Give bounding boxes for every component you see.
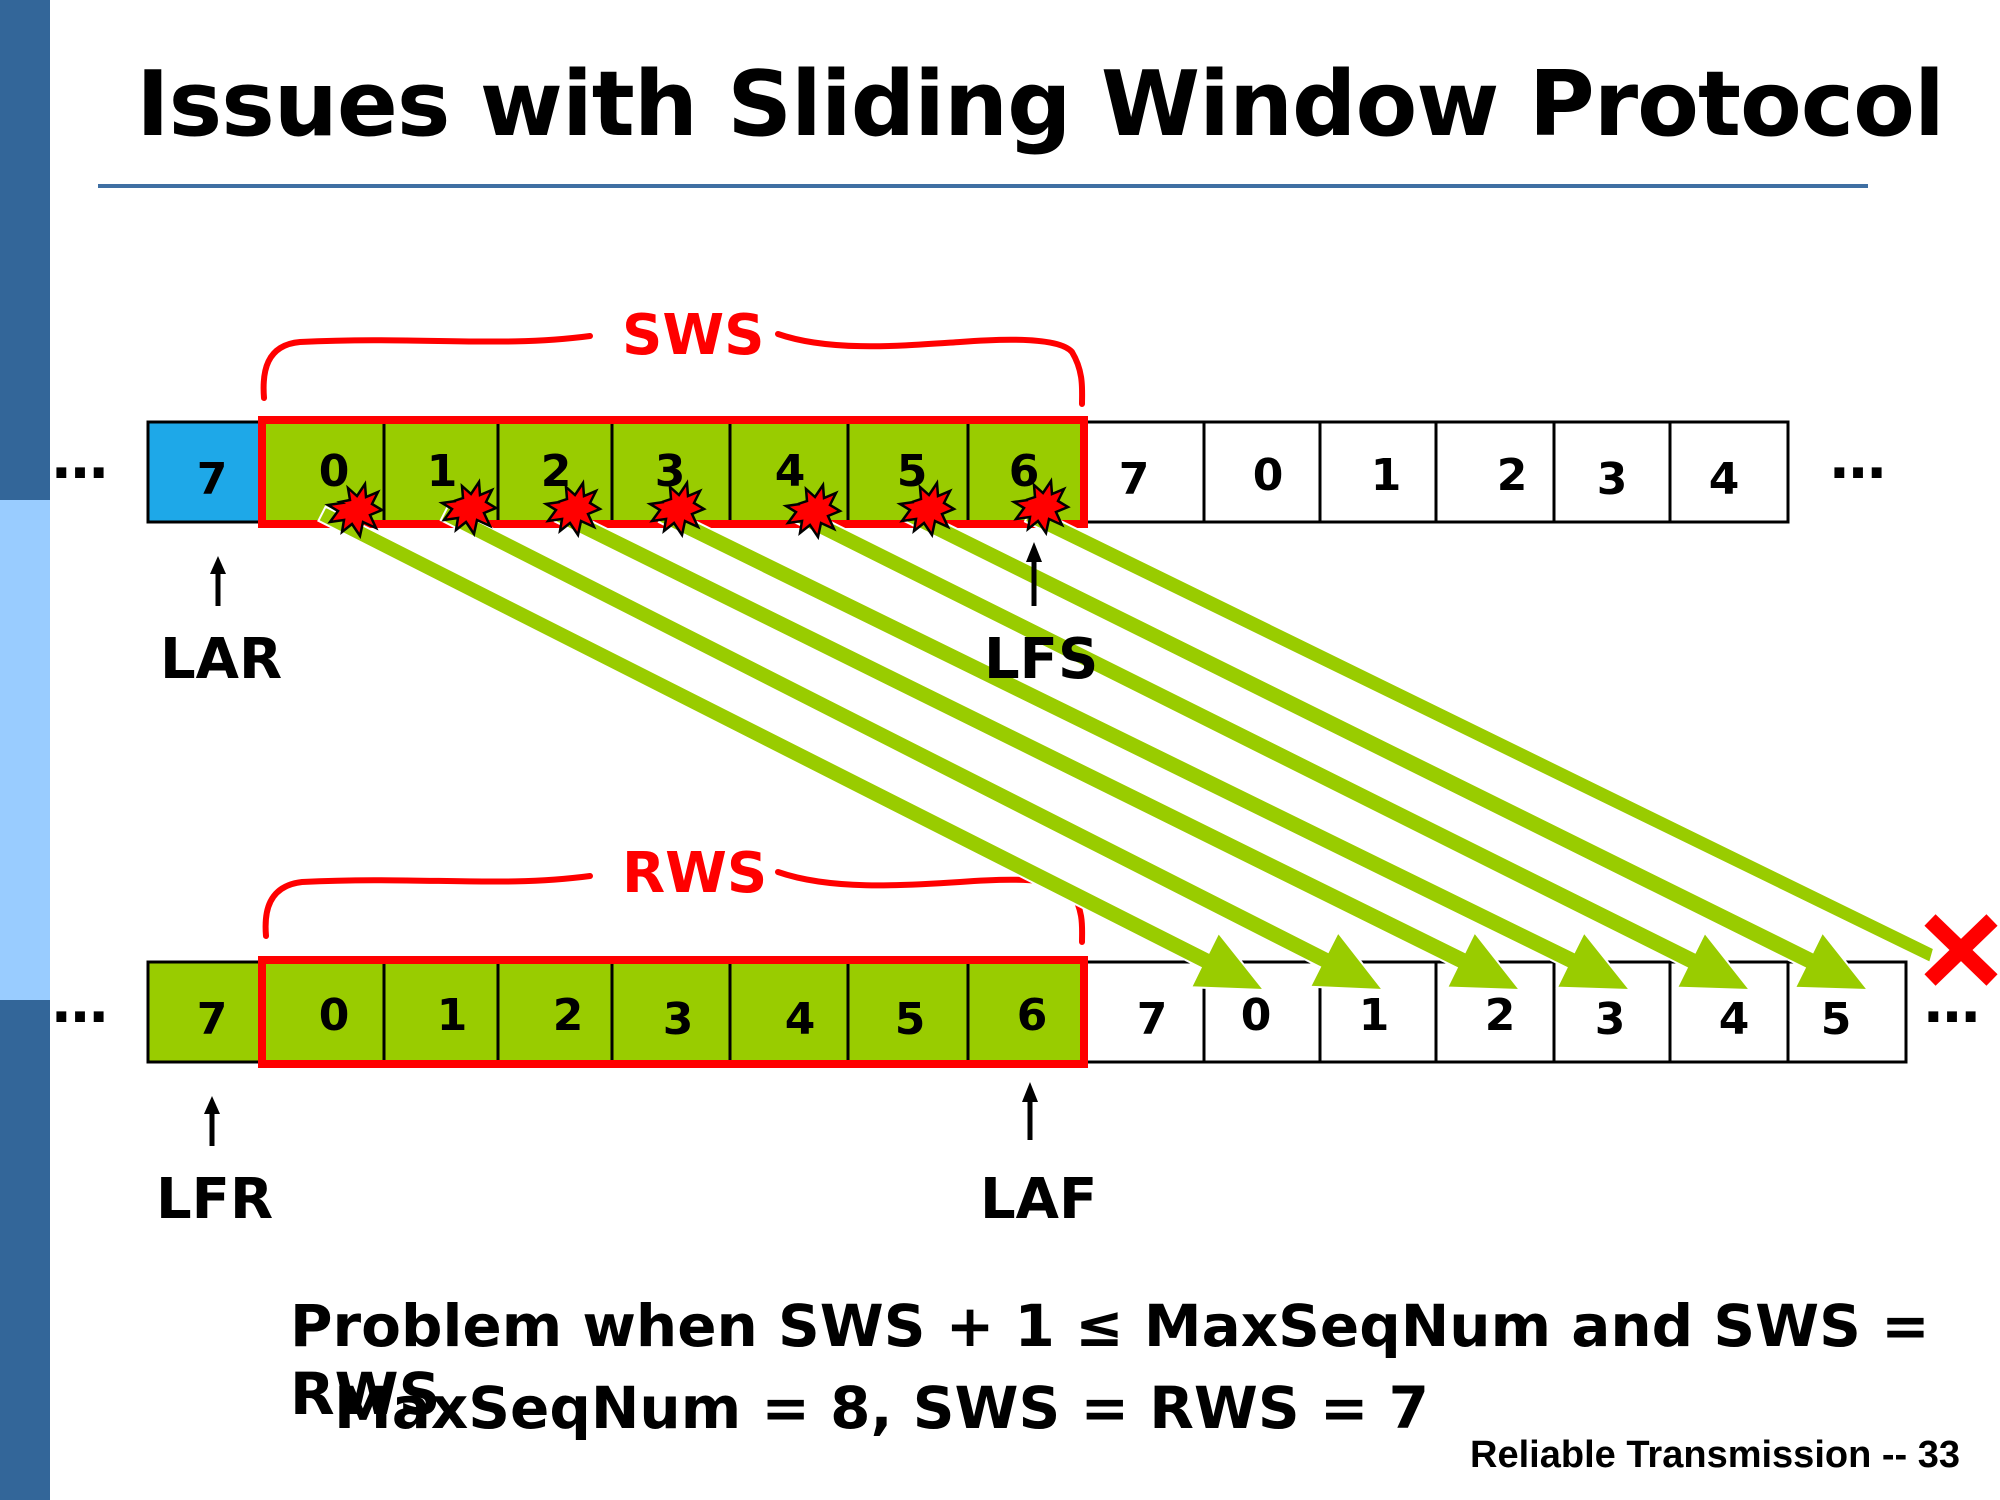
transmission-arrows — [317, 504, 1936, 992]
sender-cell-label: 4 — [775, 446, 806, 497]
receiver-cell-label: 3 — [663, 994, 694, 1045]
lfs-arrow-icon — [1026, 542, 1042, 606]
rws-label: RWS — [622, 841, 767, 906]
receiver-cell — [382, 960, 500, 1064]
sender-cell — [1668, 420, 1790, 524]
receiver-cell — [846, 960, 970, 1064]
lar-arrow-icon — [210, 556, 226, 606]
sender-cell — [1434, 420, 1556, 524]
receiver-cell-label: 3 — [1595, 994, 1626, 1045]
sender-cell-label: 1 — [1371, 450, 1402, 501]
sender-cell — [1202, 420, 1322, 524]
lar-label: LAR — [160, 627, 282, 692]
slide-title: Issues with Sliding Window Protocol — [136, 52, 1945, 157]
problem-parameters: MaxSeqNum = 8, SWS = RWS = 7 — [334, 1374, 1429, 1442]
receiver-window-frame — [258, 956, 1088, 1068]
receiver-cell-label: 2 — [553, 990, 584, 1041]
problem-statement: Problem when SWS + 1 ≤ MaxSeqNum and SWS… — [290, 1292, 1930, 1428]
collision-bursts — [324, 477, 1071, 541]
laf-arrow-icon — [1022, 1082, 1038, 1140]
sender-cell-label: 0 — [319, 446, 350, 497]
sender-cell-label: 3 — [1597, 454, 1628, 505]
receiver-ellipsis-left: … — [52, 971, 108, 1036]
rws-brace — [262, 869, 1086, 945]
sender-cell — [1552, 420, 1672, 524]
receiver-cell-label: 7 — [1137, 994, 1168, 1045]
sender-ellipsis-left: … — [52, 427, 108, 492]
collision-burst-icon — [782, 481, 843, 541]
sws-label: SWS — [622, 303, 764, 368]
title-divider — [98, 184, 1868, 188]
slide-footer: Reliable Transmission -- 33 — [1470, 1434, 1960, 1476]
lfr-arrow-icon — [204, 1096, 220, 1146]
receiver-cell-label: 5 — [895, 994, 926, 1045]
receiver-cell-label: 5 — [1821, 994, 1852, 1045]
collision-burst-icon — [324, 480, 385, 540]
sidebar-band-middle — [0, 500, 50, 1000]
frame-arrow — [439, 504, 1386, 992]
sender-cell — [1318, 420, 1438, 524]
sws-brace — [260, 331, 1086, 407]
collision-burst-icon — [646, 479, 707, 539]
collision-burst-icon — [896, 479, 957, 539]
receiver-cell — [146, 960, 262, 1064]
receiver-cell — [258, 960, 386, 1064]
frame-arrow — [1023, 505, 1936, 965]
receiver-cell-label: 0 — [1241, 990, 1272, 1041]
sender-ellipsis-right: … — [1830, 427, 1886, 492]
sender-cell-labels: 7 0 1 2 3 4 5 6 7 0 1 2 3 4 — [197, 446, 1740, 505]
collision-burst-icon — [438, 478, 499, 538]
sender-cell-label: 4 — [1709, 454, 1740, 505]
pointer-arrows — [204, 542, 1042, 1146]
frame-arrow — [903, 505, 1871, 992]
lost-frame-x-icon — [1924, 914, 1998, 986]
sender-cell-label: 1 — [427, 446, 458, 497]
frame-arrow — [553, 505, 1523, 992]
collision-burst-icon — [542, 479, 603, 539]
receiver-cell-label: 6 — [1017, 990, 1048, 1041]
sender-cell-label: 7 — [1119, 454, 1150, 505]
laf-label: LAF — [980, 1167, 1097, 1232]
receiver-cell-label: 7 — [197, 994, 228, 1045]
receiver-cell-label: 1 — [437, 990, 468, 1041]
sender-cell-label: 0 — [1253, 450, 1284, 501]
receiver-cell-label: 0 — [319, 990, 350, 1041]
sender-cell-label: 2 — [1497, 450, 1528, 501]
sidebar-band-top — [0, 0, 50, 500]
frame-arrow — [657, 505, 1633, 992]
receiver-cell — [496, 960, 614, 1064]
sender-cell — [146, 420, 262, 524]
receiver-cell-label: 1 — [1359, 990, 1390, 1041]
sidebar-band-bottom — [0, 1000, 50, 1500]
lfr-label: LFR — [156, 1167, 273, 1232]
receiver-cell-label: 4 — [785, 994, 816, 1045]
frame-arrow — [317, 505, 1267, 992]
receiver-cell-labels: 7 0 1 2 3 4 5 6 7 0 1 2 3 4 5 — [197, 990, 1852, 1045]
sender-cell-label: 7 — [197, 454, 228, 505]
frame-arrow — [791, 505, 1753, 992]
collision-burst-icon — [1010, 477, 1071, 537]
lfs-label: LFS — [984, 627, 1098, 692]
receiver-cell-label: 2 — [1485, 990, 1516, 1041]
sender-cells — [146, 420, 1790, 524]
receiver-cell-label: 4 — [1719, 994, 1750, 1045]
